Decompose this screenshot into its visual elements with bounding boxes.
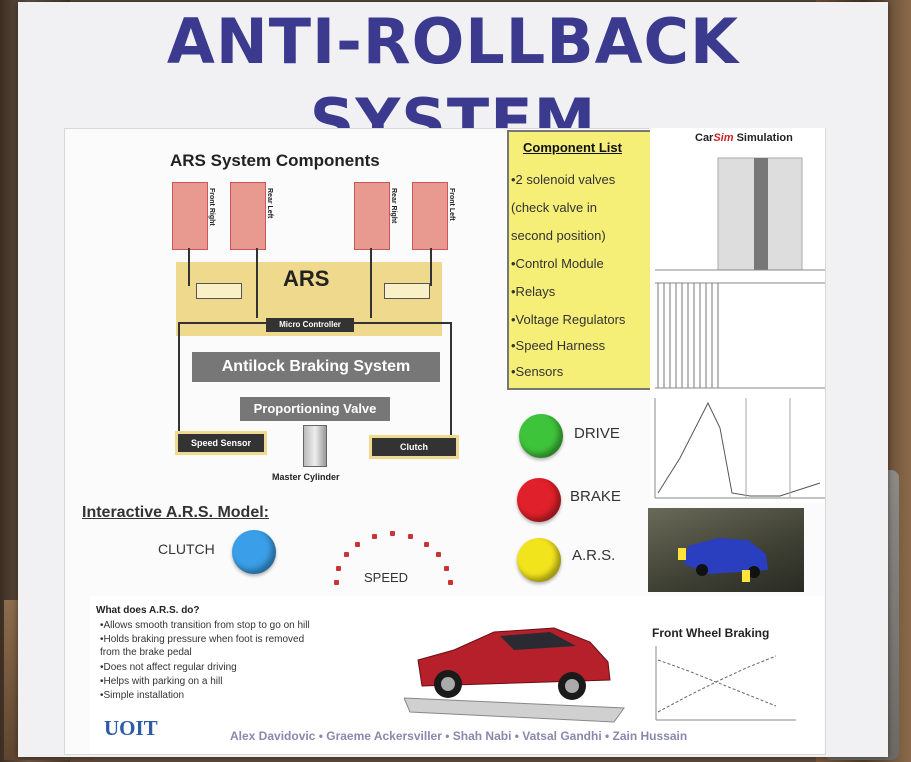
solenoid-valve-left xyxy=(196,283,242,299)
plot-2 xyxy=(655,282,825,389)
speed-led xyxy=(448,580,453,585)
front-wheel-braking-plot xyxy=(655,646,796,721)
what-does-item: •Helps with parking on a hill xyxy=(100,676,223,687)
carsim-title: CarSim Simulation xyxy=(695,132,793,144)
what-does-item: from the brake pedal xyxy=(100,647,192,658)
wheel-front-left xyxy=(412,182,448,250)
wheel-label-rear-right: Rear Right xyxy=(390,188,397,224)
speed-led xyxy=(372,534,377,539)
speed-led xyxy=(336,566,341,571)
speed-led xyxy=(334,580,339,585)
speed-led xyxy=(390,531,395,536)
what-does-item: •Does not affect regular driving xyxy=(100,662,237,673)
car-ramp-graphic xyxy=(403,627,625,723)
brake-line xyxy=(430,248,432,286)
simulation-car-photo xyxy=(648,508,804,592)
speed-sensor-block: Speed Sensor xyxy=(178,434,264,452)
car-on-ramp-photo xyxy=(403,616,630,726)
component-list-panel: Component List •2 solenoid valves (check… xyxy=(507,130,655,390)
brake-line xyxy=(370,248,372,318)
clutch-button[interactable] xyxy=(232,530,276,574)
carsim-panel: CarSim Simulation xyxy=(650,128,825,503)
signal-line xyxy=(352,322,452,324)
component-item: •Speed Harness xyxy=(511,338,606,353)
component-item: •Relays xyxy=(511,284,556,299)
what-does-item: •Allows smooth transition from stop to g… xyxy=(100,620,310,631)
component-item: •2 solenoid valves xyxy=(511,172,616,187)
wheel-front-right xyxy=(172,182,208,250)
component-item: •Sensors xyxy=(511,364,564,379)
brake-label: BRAKE xyxy=(570,488,621,505)
speed-led xyxy=(355,542,360,547)
front-wheel-braking-title: Front Wheel Braking xyxy=(652,626,770,640)
ars-indicator-light xyxy=(517,538,561,582)
ars-heading: ARS System Components xyxy=(170,151,380,170)
clutch-block: Clutch xyxy=(372,438,456,456)
component-item: •Control Module xyxy=(511,256,604,271)
speed-led xyxy=(424,542,429,547)
ars-label: ARS xyxy=(283,266,330,291)
what-does-item: •Simple installation xyxy=(100,690,185,701)
abs-block: Antilock Braking System xyxy=(192,352,440,382)
poster-title: ANTI-ROLLBACK SYSTEM xyxy=(166,5,740,158)
speed-led xyxy=(408,534,413,539)
drive-indicator-light xyxy=(519,414,563,458)
speed-led xyxy=(444,566,449,571)
component-item: second position) xyxy=(511,228,606,243)
signal-line xyxy=(450,322,452,440)
master-cylinder-graphic xyxy=(303,425,327,467)
component-list-title: Component List xyxy=(523,140,622,155)
car-render xyxy=(678,538,768,582)
ars-indicator-label: A.R.S. xyxy=(572,547,616,564)
clutch-label: CLUTCH xyxy=(158,541,215,557)
interactive-model-heading: Interactive A.R.S. Model: xyxy=(82,504,269,521)
proportioning-valve-block: Proportioning Valve xyxy=(240,397,390,421)
drive-label: DRIVE xyxy=(574,425,620,442)
carsim-title-em: Sim xyxy=(713,132,734,144)
master-cylinder-label: Master Cylinder xyxy=(272,472,340,482)
what-does-item: •Holds braking pressure when foot is rem… xyxy=(100,634,305,645)
what-does-ars-title: What does A.R.S. do? xyxy=(96,605,200,616)
solenoid-valve-right xyxy=(384,283,430,299)
wheel-rear-right xyxy=(354,182,390,250)
brake-line xyxy=(256,248,258,318)
wheel-label-front-left: Front Left xyxy=(448,188,455,221)
speed-led xyxy=(344,552,349,557)
carsim-title-prefix: Car xyxy=(695,132,714,144)
signal-line xyxy=(178,322,268,324)
plot-3 xyxy=(654,398,825,499)
speed-led xyxy=(436,552,441,557)
signal-line xyxy=(178,322,180,440)
wheel-label-front-right: Front Right xyxy=(208,188,215,226)
wheel-label-rear-left: Rear Left xyxy=(266,188,273,219)
uoit-logo: UOIT xyxy=(104,716,158,740)
plot-1 xyxy=(655,157,825,271)
carsim-title-suffix: Simulation xyxy=(733,132,793,144)
brake-line xyxy=(188,248,190,286)
component-item: (check valve in xyxy=(511,200,597,215)
carsim-plots xyxy=(654,157,825,499)
authors-line: Alex Davidovic • Graeme Ackersviller • S… xyxy=(230,729,688,743)
speed-label: SPEED xyxy=(364,570,409,585)
micro-controller: Micro Controller xyxy=(266,318,354,332)
brake-indicator-light xyxy=(517,478,561,522)
component-item: •Voltage Regulators xyxy=(511,312,626,327)
wheel-rear-left xyxy=(230,182,266,250)
